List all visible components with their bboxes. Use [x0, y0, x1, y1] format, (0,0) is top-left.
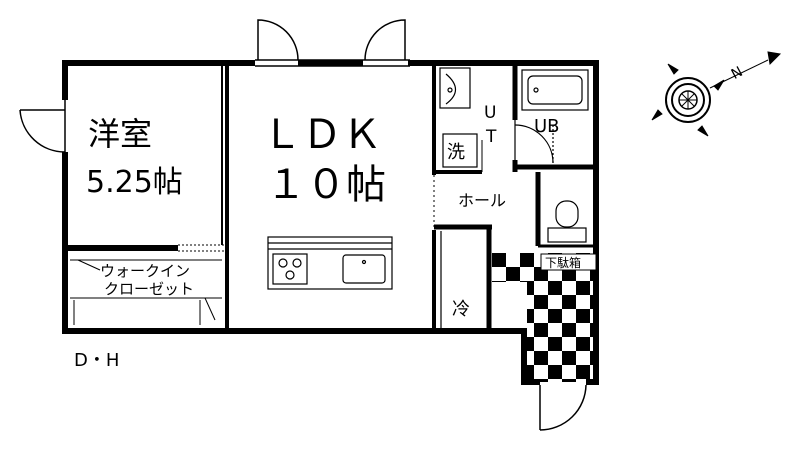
unit-bath-label: UB: [534, 116, 560, 137]
shoe-cabinet: [540, 253, 597, 271]
shoe-cabinet-label: 下駄箱: [545, 255, 581, 270]
western-room-size: 5.25帖: [86, 165, 183, 200]
wash-basin: [439, 67, 471, 109]
entrance-door: [539, 384, 587, 431]
kitchen-counter: [267, 236, 393, 290]
washer-label: 洗: [447, 142, 465, 163]
fridge-label: 冷: [452, 299, 470, 320]
western-room-door: [19, 100, 66, 153]
closet-label-line1: ウォークイン: [100, 262, 190, 280]
western-room-name: 洋室: [88, 115, 152, 153]
toilet: [547, 200, 587, 243]
utility-label-u: U: [484, 103, 496, 123]
utility-label-t: T: [485, 127, 497, 147]
hall-label: ホール: [458, 191, 506, 210]
outer-walls: [62, 60, 599, 385]
bathtub: [521, 69, 589, 111]
entrance-tile-floor: [492, 253, 598, 382]
washer-space: [442, 133, 478, 168]
balcony-window: [255, 19, 410, 67]
closet-rails: [70, 259, 222, 325]
closet-label-line2: クローゼット: [104, 280, 194, 298]
north-marker: N: [729, 64, 746, 83]
compass-rose-icon: [651, 51, 782, 137]
ldk-size: １０帖: [266, 162, 386, 208]
interior-walls: [65, 63, 598, 331]
ldk-name: ＬＤＫ: [262, 112, 382, 158]
dh-note: D・H: [74, 350, 119, 371]
ub-door: [514, 120, 554, 164]
